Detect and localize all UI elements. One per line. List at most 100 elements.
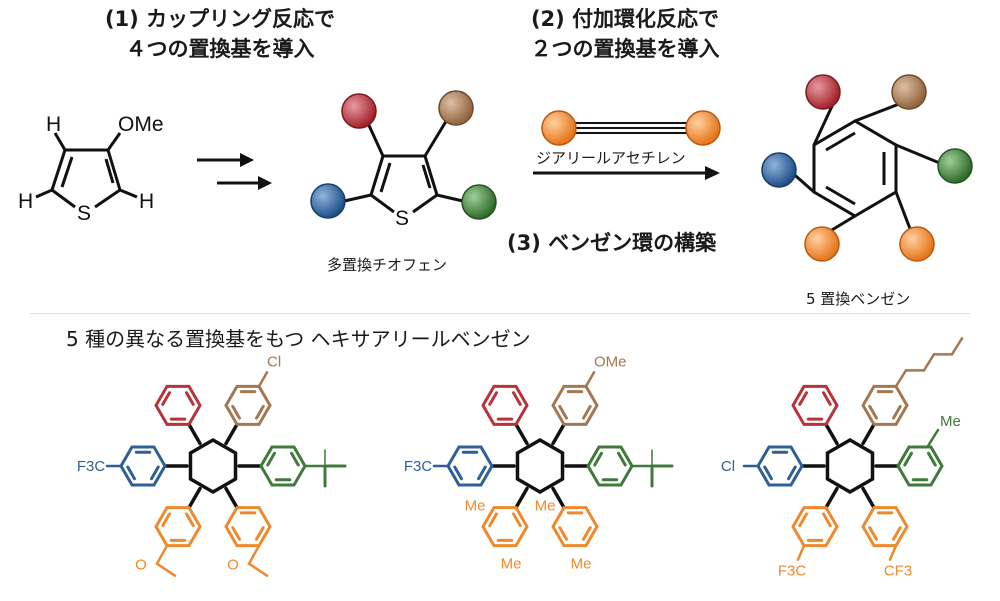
acetyl-bond <box>155 544 169 565</box>
methyl-label: Me <box>940 413 961 430</box>
aryl-brown-double-bond <box>582 404 592 420</box>
step1-line1: カップリング反応で <box>146 7 336 31</box>
phenyl-red-double-bond <box>798 391 808 406</box>
butyl-chain <box>922 353 936 372</box>
aryl-green-double-bond <box>290 451 300 467</box>
orange-ball-benzene-right <box>899 226 935 262</box>
carbonyl-oxygen-label: O <box>135 557 147 574</box>
acetyl-bond <box>247 544 261 565</box>
aryl-bond <box>514 422 529 446</box>
aryl-bond <box>514 486 529 510</box>
aryl-green-double-bond <box>903 451 913 467</box>
aryl-brown-double-bond <box>892 404 902 420</box>
compound-1 <box>188 437 238 495</box>
aryl-blue-double-bond <box>150 465 160 481</box>
atom-h-left: H <box>18 190 33 213</box>
step2-number: (2) <box>530 7 565 31</box>
aryl-orange-right-double-bond <box>231 526 241 541</box>
red-substituent-ball <box>341 93 377 129</box>
atom-ome: OMe <box>118 113 164 136</box>
phenyl-red-double-bond <box>488 391 498 406</box>
aryl-bond <box>224 422 239 446</box>
compound-2 <box>515 437 565 495</box>
blue-substituent-ball <box>310 183 346 219</box>
left-substituent-label: F3C <box>404 458 433 475</box>
step1-number: (1) <box>104 7 139 31</box>
diarylacetylene <box>541 110 721 146</box>
step3-text: ベンゼン環の構築 <box>548 231 717 255</box>
butyl-chain <box>950 337 964 356</box>
compound-3 <box>825 437 875 495</box>
aryl-green-double-bond <box>593 451 603 467</box>
step3-heading: (3) ベンゼン環の構築 <box>507 228 767 258</box>
phenyl-red <box>791 384 839 426</box>
step1-line2: ４つの置換基を導入 <box>125 37 315 61</box>
red-ball-benzene <box>805 74 841 110</box>
poly-thiophene <box>339 117 468 214</box>
aryl-bond <box>551 422 566 446</box>
poly-thiophene-label: 多置換チオフェン <box>327 256 448 274</box>
cf3-bond <box>796 544 806 561</box>
central-benzene <box>188 437 238 495</box>
aryl-green-double-bond <box>927 451 937 467</box>
acetyl-methyl <box>247 562 269 577</box>
aryl-bond <box>824 486 839 510</box>
methoxythiophene <box>35 132 138 209</box>
aryl-bond <box>861 422 876 446</box>
step1-heading: (1) カップリング反応で ４つの置換基を導入 <box>100 4 340 64</box>
central-benzene <box>515 437 565 495</box>
left-substituent-label: Cl <box>721 458 735 475</box>
phenyl-red <box>154 384 202 426</box>
aryl-orange-left-double-bond <box>488 512 498 528</box>
top-sub-bond <box>584 371 596 388</box>
cf3-bond <box>888 544 898 561</box>
aryl-bond <box>551 486 566 510</box>
aryl-blue-double-bond <box>477 465 487 481</box>
phenyl-red-double-bond <box>161 391 171 406</box>
aryl-orange-right <box>551 506 599 548</box>
aryl-bond <box>187 422 202 446</box>
methyl-label: Me <box>571 556 592 573</box>
aryl-orange-left-double-bond <box>822 512 832 528</box>
section-divider <box>30 313 970 314</box>
aryl-orange-left-double-bond <box>161 512 171 528</box>
methyl-bond <box>926 428 940 448</box>
aryl-bond <box>187 486 202 510</box>
cf3-label-left: F3C <box>778 563 807 580</box>
aryl-blue-double-bond <box>763 465 773 481</box>
phenyl-red <box>481 384 529 426</box>
aryl-bond <box>224 486 239 510</box>
aryl-brown-double-bond <box>868 404 878 420</box>
aryl-orange-right-double-bond <box>255 526 265 541</box>
diarylacetylene-label: ジアリールアセチレン <box>536 149 686 167</box>
brown-substituent-ball <box>438 90 474 126</box>
cycloaddition-arrow <box>533 166 720 180</box>
phenyl-red-double-bond <box>822 391 832 406</box>
methyl-label: Me <box>501 556 522 573</box>
brown-ball-benzene <box>891 74 927 110</box>
top-substituent-label: Cl <box>267 353 281 370</box>
aryl-blue-double-bond <box>787 465 797 481</box>
cf3-label-right: CF3 <box>884 563 912 580</box>
atom-h-top: H <box>46 113 61 136</box>
aryl-orange-left-double-bond <box>798 512 808 528</box>
atom-s-poly: S <box>395 207 409 230</box>
aryl-orange-right-double-bond <box>868 526 878 541</box>
carbonyl-oxygen-label: O <box>227 557 239 574</box>
acetyl-methyl <box>155 562 177 577</box>
orange-ball-right <box>685 110 721 146</box>
butyl-chain <box>894 369 908 388</box>
aryl-blue-double-bond <box>126 465 136 481</box>
methyl-label: Me <box>535 498 556 515</box>
green-substituent-ball <box>461 184 497 220</box>
aryl-bond <box>824 422 839 446</box>
aryl-orange-left-double-bond <box>185 512 195 528</box>
aryl-orange-right-double-bond <box>892 526 902 541</box>
top-sub-bond <box>257 371 269 388</box>
aryl-green-double-bond <box>617 451 627 467</box>
aryl-orange-right-double-bond <box>582 526 592 541</box>
penta-benzene-label: 5 置換ベンゼン <box>806 290 911 308</box>
aryl-blue-double-bond <box>453 465 463 481</box>
double-arrow <box>197 153 272 190</box>
